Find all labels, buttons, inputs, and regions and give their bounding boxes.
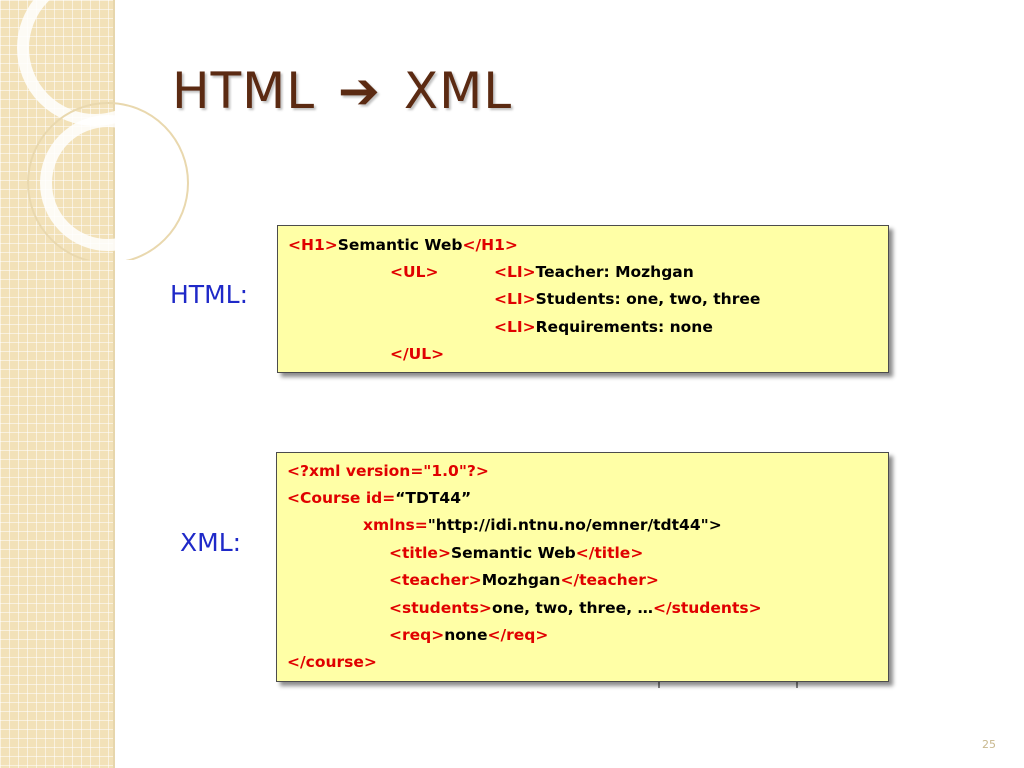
code-tag: <LI> (494, 290, 536, 308)
xml-line-1: <?xml version="1.0"?> (287, 462, 489, 480)
ring-outline (27, 102, 189, 260)
decorative-rings (17, 0, 189, 260)
code-tag: </students> (652, 599, 762, 617)
xml-line-5: <teacher>Mozhgan</teacher> (389, 571, 659, 589)
html-code-box: <H1>Semantic Web</H1> <UL> <LI>Teacher: … (277, 225, 889, 373)
page-number: 25 (982, 738, 996, 751)
tick-mark (796, 682, 798, 688)
code-tag: <students> (389, 599, 492, 617)
code-text: Students: one, two, three (535, 290, 761, 308)
xml-line-4: <title>Semantic Web</title> (389, 544, 643, 562)
html-line-1: <H1>Semantic Web</H1> (288, 236, 518, 254)
code-tag: <LI> (494, 263, 536, 281)
code-text: "http://idi.ntnu.no/emner/tdt44"> (427, 516, 722, 534)
tick-mark (658, 682, 660, 688)
code-tag: <H1> (288, 236, 338, 254)
code-text: Semantic Web (337, 236, 463, 254)
code-text: Teacher: Mozhgan (535, 263, 694, 281)
xml-code-box: <?xml version="1.0"?> <Course id=“TDT44”… (276, 452, 889, 682)
code-tag: <LI> (494, 318, 536, 336)
html-line-4: <LI>Requirements: none (494, 318, 713, 336)
xml-line-3: xmlns="http://idi.ntnu.no/emner/tdt44"> (363, 516, 722, 534)
code-tag: </teacher> (560, 571, 659, 589)
xml-line-2: <Course id=“TDT44” (287, 489, 471, 507)
arrow-right-icon: ➔ (338, 62, 381, 120)
html-line-2a: <UL> (390, 263, 438, 281)
sidebar-divider (113, 0, 115, 768)
ring-top (17, 0, 173, 126)
code-text: one, two, three, … (491, 599, 653, 617)
ring-bottom (40, 115, 176, 251)
code-tag: </course> (287, 653, 377, 671)
code-tag: <req> (389, 626, 445, 644)
html-line-5: </UL> (390, 345, 444, 363)
html-line-2b: <LI>Teacher: Mozhgan (494, 263, 694, 281)
title-right: XML (403, 62, 513, 120)
xml-label: XML: (180, 528, 242, 557)
code-tag: </title> (575, 544, 644, 562)
html-label: HTML: (170, 280, 248, 309)
code-tag: <title> (389, 544, 451, 562)
code-tag: <teacher> (389, 571, 482, 589)
code-text: Mozhgan (481, 571, 561, 589)
code-tag: <Course id= (287, 489, 396, 507)
code-tag: <?xml version="1.0"?> (287, 462, 489, 480)
code-text: “TDT44” (395, 489, 472, 507)
code-tag: </H1> (462, 236, 518, 254)
xml-line-7: <req>none</req> (389, 626, 548, 644)
code-tag: </req> (487, 626, 549, 644)
title-left: HTML (172, 62, 316, 120)
xml-line-8: </course> (287, 653, 377, 671)
xml-line-6: <students>one, two, three, …</students> (389, 599, 762, 617)
code-tag: <UL> (390, 263, 439, 281)
code-text: Requirements: none (535, 318, 713, 336)
code-text: Semantic Web (450, 544, 576, 562)
page-title: HTML ➔ XML (172, 62, 512, 120)
html-line-3: <LI>Students: one, two, three (494, 290, 760, 308)
code-tag: xmlns= (363, 516, 428, 534)
code-text: none (444, 626, 488, 644)
code-tag: </UL> (390, 345, 445, 363)
